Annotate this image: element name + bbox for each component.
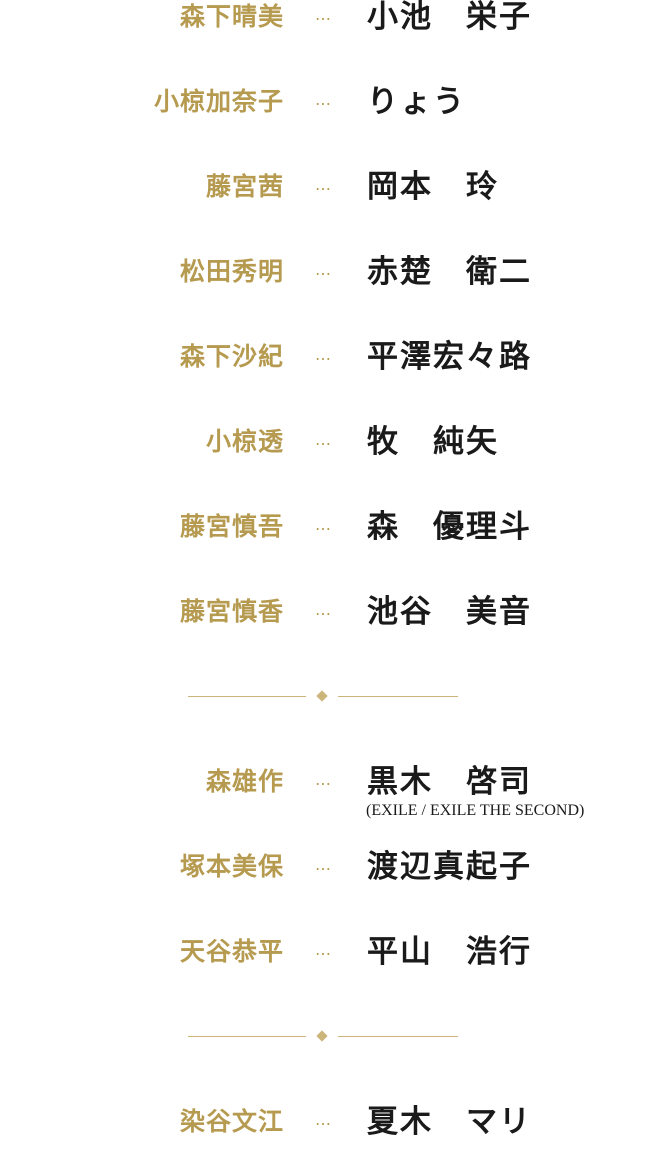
actor-name: 夏木 マリ [367,1104,532,1140]
actor-name: 赤楚 衛二 [367,254,532,290]
ellipsis-separator: … [315,90,331,109]
ellipsis-separator: … [315,430,331,449]
section-divider [188,1030,458,1044]
actor-name: 渡辺真起子 [367,849,532,885]
ellipsis-separator: … [315,345,331,364]
actor-name: 牧 純矢 [367,424,499,460]
section-divider [188,690,458,704]
role-name: 塚本美保 [179,852,284,881]
ellipsis-separator: … [315,600,331,619]
ellipsis-separator: … [315,260,331,279]
role-name: 天谷恭平 [179,937,284,966]
role-name: 森下沙紀 [179,342,284,371]
cast-row: 森雄作 … 黒木 啓司 (EXILE / EXILE THE SECOND) [0,764,670,825]
role-name: 小椋透 [205,427,284,456]
ellipsis-separator: … [315,770,331,789]
actor-name: 黒木 啓司 [367,764,532,800]
cast-row: 森下晴美 … 小池 栄子 [0,0,670,60]
actor-name: 森 優理斗 [367,509,532,545]
divider-line-right [338,696,458,697]
cast-row: 小椋透 … 牧 純矢 [0,424,670,485]
cast-row: 染谷文江 … 夏木 マリ [0,1104,670,1165]
role-name: 小椋加奈子 [153,87,284,116]
ellipsis-separator: … [315,855,331,874]
actor-name: 平山 浩行 [367,934,532,970]
ellipsis-separator: … [315,515,331,534]
cast-row: 藤宮慎吾 … 森 優理斗 [0,509,670,570]
actor-name: 小池 栄子 [367,0,532,35]
role-name: 藤宮慎吾 [179,512,284,541]
diamond-ornament-icon [316,690,328,702]
ellipsis-separator: … [315,1110,331,1129]
cast-row: 藤宮茜 … 岡本 玲 [0,169,670,230]
role-name: 松田秀明 [179,257,284,286]
role-name: 森下晴美 [179,2,284,31]
actor-name: 岡本 玲 [367,169,499,205]
role-name: 森雄作 [205,767,284,796]
actor-name: りょう [367,84,466,120]
actor-name: 平澤宏々路 [367,339,532,375]
divider-line-left [188,1036,306,1037]
role-name: 染谷文江 [179,1107,284,1136]
role-name: 藤宮慎香 [179,597,284,626]
cast-row: 天谷恭平 … 平山 浩行 [0,934,670,995]
cast-row: 松田秀明 … 赤楚 衛二 [0,254,670,315]
cast-row: 塚本美保 … 渡辺真起子 [0,849,670,910]
ellipsis-separator: … [315,175,331,194]
divider-line-right [338,1036,458,1037]
role-name: 藤宮茜 [205,172,284,201]
cast-row: 小椋加奈子 … りょう [0,84,670,145]
cast-row: 藤宮慎香 … 池谷 美音 [0,594,670,655]
cast-row: 森下沙紀 … 平澤宏々路 [0,339,670,400]
actor-affiliation-note: (EXILE / EXILE THE SECOND) [366,802,585,819]
diamond-ornament-icon [316,1030,328,1042]
ellipsis-separator: … [315,940,331,959]
ellipsis-separator: … [315,5,331,24]
actor-name: 池谷 美音 [367,594,532,630]
divider-line-left [188,696,306,697]
